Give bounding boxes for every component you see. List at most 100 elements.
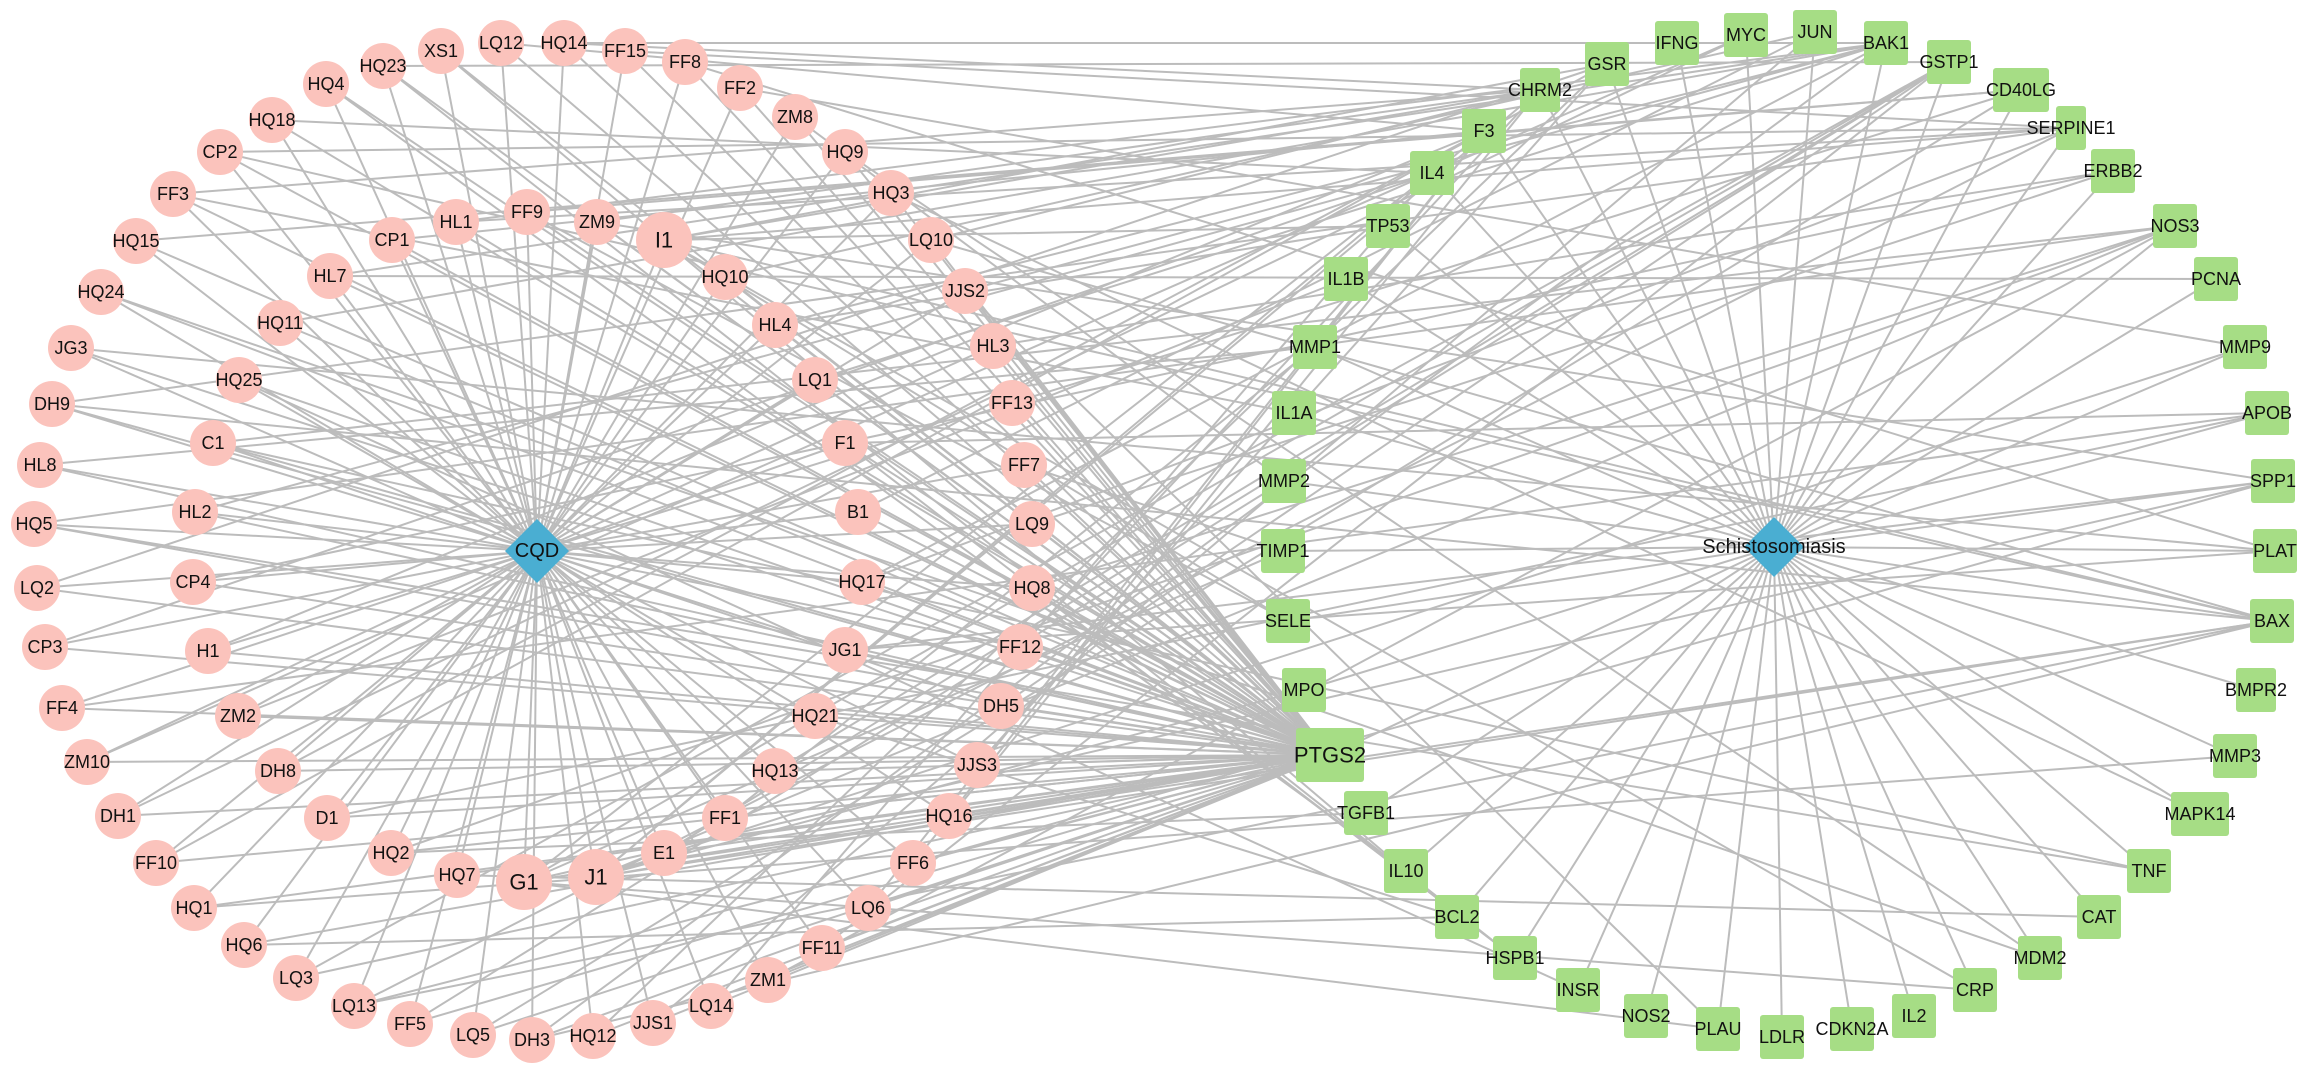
ingredient-node-lq12[interactable]: [478, 20, 524, 66]
target-node-mpo[interactable]: [1282, 668, 1326, 712]
ingredient-node-ff12[interactable]: [997, 624, 1043, 670]
target-node-gsr[interactable]: [1585, 42, 1629, 86]
ingredient-node-cp1[interactable]: [369, 217, 415, 263]
ingredient-node-hq8[interactable]: [1009, 565, 1055, 611]
ingredient-node-jg1[interactable]: [822, 627, 868, 673]
ingredient-node-hq9[interactable]: [822, 129, 868, 175]
ingredient-node-hq2[interactable]: [368, 830, 414, 876]
target-node-il1b[interactable]: [1324, 257, 1368, 301]
target-node-ptgs2[interactable]: [1296, 728, 1364, 782]
ingredient-node-lq9[interactable]: [1009, 501, 1055, 547]
ingredient-node-hl3[interactable]: [970, 323, 1016, 369]
target-node-hspb1[interactable]: [1493, 936, 1537, 980]
ingredient-node-dh5[interactable]: [978, 683, 1024, 729]
target-node-cd40lg[interactable]: [1993, 68, 2049, 112]
target-node-ifng[interactable]: [1655, 21, 1699, 65]
ingredient-node-ff7[interactable]: [1001, 442, 1047, 488]
ingredient-node-hq5[interactable]: [11, 501, 57, 547]
target-node-nos2[interactable]: [1624, 994, 1668, 1038]
ingredient-node-cp3[interactable]: [22, 624, 68, 670]
ingredient-node-lq14[interactable]: [688, 983, 734, 1029]
ingredient-node-hl2[interactable]: [172, 489, 218, 535]
target-node-il2[interactable]: [1892, 994, 1936, 1038]
ingredient-node-hl1[interactable]: [433, 199, 479, 245]
ingredient-node-jjs1[interactable]: [630, 1000, 676, 1046]
ingredient-node-f1[interactable]: [822, 420, 868, 466]
target-node-mmp1[interactable]: [1293, 325, 1337, 369]
target-node-cat[interactable]: [2077, 895, 2121, 939]
ingredient-node-lq2[interactable]: [14, 565, 60, 611]
target-node-bcl2[interactable]: [1435, 895, 1479, 939]
ingredient-node-i1[interactable]: [636, 212, 692, 268]
ingredient-node-ff2[interactable]: [717, 65, 763, 111]
ingredient-node-zm1[interactable]: [745, 957, 791, 1003]
ingredient-node-lq5[interactable]: [450, 1012, 496, 1058]
ingredient-node-hq14[interactable]: [541, 20, 587, 66]
ingredient-node-hl8[interactable]: [17, 442, 63, 488]
target-node-mmp3[interactable]: [2213, 734, 2257, 778]
ingredient-node-lq10[interactable]: [908, 217, 954, 263]
ingredient-node-ff8[interactable]: [662, 39, 708, 85]
ingredient-node-hq4[interactable]: [303, 61, 349, 107]
ingredient-node-lq3[interactable]: [273, 955, 319, 1001]
target-node-chrm2[interactable]: [1520, 68, 1560, 112]
ingredient-node-dh3[interactable]: [509, 1017, 555, 1063]
target-node-tnf[interactable]: [2127, 849, 2171, 893]
target-node-serpine1[interactable]: [2056, 106, 2086, 150]
ingredient-node-hq25[interactable]: [216, 357, 262, 403]
ingredient-node-g1[interactable]: [496, 854, 552, 910]
ingredient-node-ff6[interactable]: [890, 840, 936, 886]
ingredient-node-h1[interactable]: [185, 628, 231, 674]
ingredient-node-ff9[interactable]: [504, 189, 550, 235]
target-node-il1a[interactable]: [1272, 391, 1316, 435]
ingredient-node-j1[interactable]: [568, 849, 624, 905]
ingredient-node-cp4[interactable]: [170, 559, 216, 605]
target-node-mmp9[interactable]: [2223, 325, 2267, 369]
ingredient-node-dh1[interactable]: [95, 793, 141, 839]
ingredient-node-hq23[interactable]: [360, 43, 406, 89]
ingredient-node-hq1[interactable]: [171, 885, 217, 931]
ingredient-node-ff15[interactable]: [602, 28, 648, 74]
target-node-myc[interactable]: [1724, 13, 1768, 57]
target-node-il4[interactable]: [1410, 151, 1454, 195]
target-node-apob[interactable]: [2245, 391, 2289, 435]
ingredient-node-ff1[interactable]: [702, 795, 748, 841]
ingredient-node-jjs3[interactable]: [954, 742, 1000, 788]
target-node-mmp2[interactable]: [1262, 459, 1306, 503]
ingredient-node-zm10[interactable]: [64, 739, 110, 785]
cqd-hub-node[interactable]: [505, 519, 569, 583]
ingredient-node-lq6[interactable]: [845, 885, 891, 931]
target-node-mapk14[interactable]: [2171, 792, 2229, 836]
ingredient-node-hq16[interactable]: [926, 793, 972, 839]
ingredient-node-lq1[interactable]: [792, 357, 838, 403]
ingredient-node-ff13[interactable]: [989, 380, 1035, 426]
target-node-plau[interactable]: [1696, 1007, 1740, 1051]
ingredient-node-jg3[interactable]: [48, 325, 94, 371]
target-node-tgfb1[interactable]: [1344, 791, 1388, 835]
target-node-gstp1[interactable]: [1927, 40, 1971, 84]
ingredient-node-jjs2[interactable]: [942, 268, 988, 314]
target-node-mdm2[interactable]: [2018, 936, 2062, 980]
target-node-bax[interactable]: [2250, 599, 2294, 643]
ingredient-node-hq6[interactable]: [221, 922, 267, 968]
target-node-cdkn2a[interactable]: [1830, 1007, 1874, 1051]
ingredient-node-c1[interactable]: [190, 420, 236, 466]
ingredient-node-hq24[interactable]: [78, 269, 124, 315]
target-node-timp1[interactable]: [1261, 529, 1305, 573]
ingredient-node-hq3[interactable]: [868, 170, 914, 216]
target-node-jun[interactable]: [1793, 10, 1837, 54]
ingredient-node-hq18[interactable]: [249, 97, 295, 143]
ingredient-node-hl4[interactable]: [752, 302, 798, 348]
ingredient-node-hq11[interactable]: [257, 300, 303, 346]
ingredient-node-b1[interactable]: [835, 489, 881, 535]
ingredient-node-hq7[interactable]: [434, 852, 480, 898]
target-node-spp1[interactable]: [2251, 459, 2295, 503]
ingredient-node-zm2[interactable]: [215, 693, 261, 739]
ingredient-node-ff5[interactable]: [387, 1001, 433, 1047]
target-node-pcna[interactable]: [2194, 257, 2238, 301]
target-node-ldlr[interactable]: [1760, 1015, 1804, 1059]
ingredient-node-lq13[interactable]: [331, 983, 377, 1029]
target-node-erbb2[interactable]: [2091, 149, 2135, 193]
ingredient-node-hl7[interactable]: [307, 253, 353, 299]
ingredient-node-cp2[interactable]: [197, 129, 243, 175]
